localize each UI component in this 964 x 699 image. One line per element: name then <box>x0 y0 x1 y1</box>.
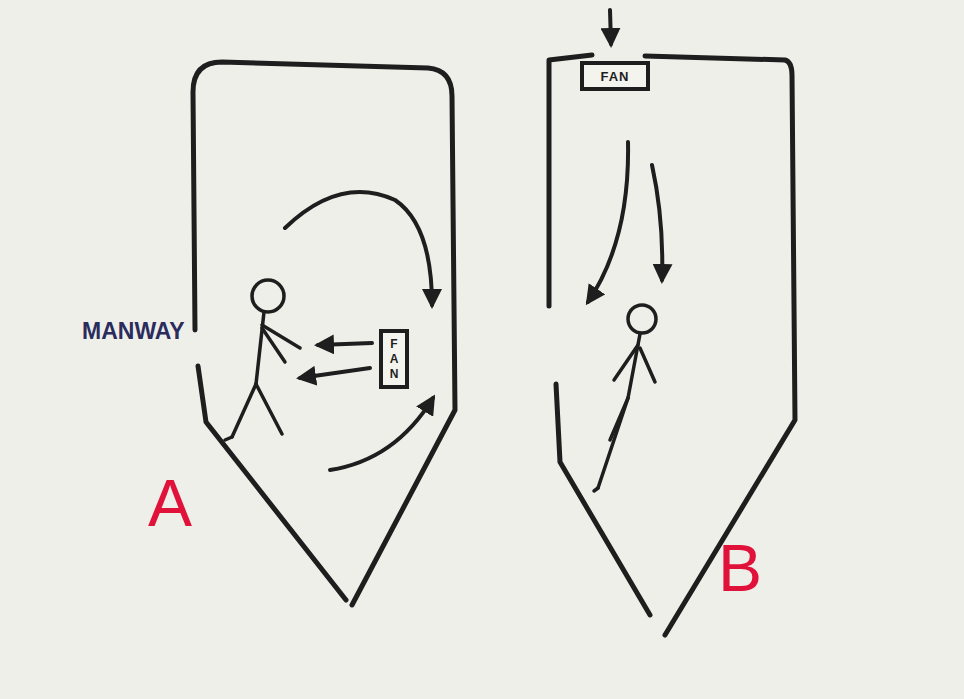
silo-wall <box>193 62 455 605</box>
silo-wall <box>645 56 795 635</box>
silo-wall <box>556 384 650 615</box>
stick-figure <box>225 280 300 440</box>
airflow-arrow <box>588 10 662 302</box>
fan-text: FAN <box>601 70 630 83</box>
fan-box: FAN <box>580 61 650 91</box>
bin-label: A <box>148 470 192 536</box>
fan-text: FAN <box>388 337 400 382</box>
manway-label: MANWAY <box>82 320 185 343</box>
airflow-arrow <box>285 192 433 470</box>
silo-wall <box>549 55 592 306</box>
stick-figure <box>594 305 656 491</box>
silo-wall <box>198 366 346 600</box>
fan-box: FAN <box>379 329 409 389</box>
bin-label: B <box>718 535 762 601</box>
